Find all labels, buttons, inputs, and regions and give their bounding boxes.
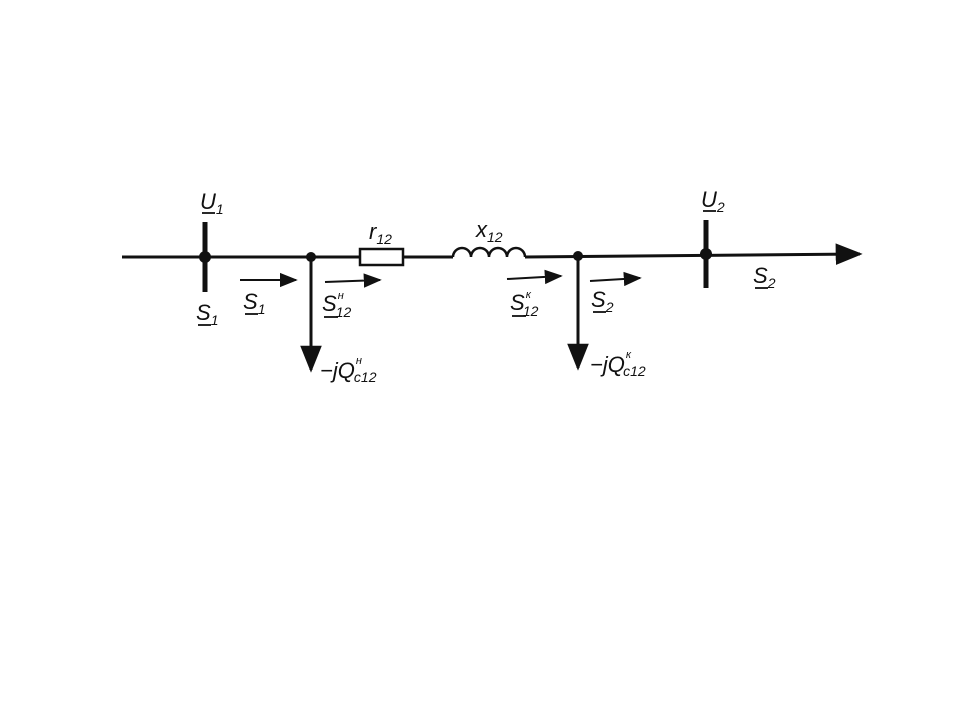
flow-arrow-s12-start (324, 273, 382, 288)
resistor-r12 (358, 247, 405, 267)
flow-s1-label: S1 (243, 289, 265, 317)
complex-underlines (198, 210, 768, 326)
flow-arrow-s2 (589, 271, 642, 287)
bus-node-2 (700, 248, 712, 260)
inductor-x12 (451, 246, 527, 258)
resistance-label: r12 (369, 219, 392, 247)
bus2-load-label: S2 (753, 263, 776, 291)
bus-node-1 (199, 251, 211, 263)
flow-arrow-s12-end (506, 269, 563, 285)
flow-s2-label: S2 (591, 287, 614, 315)
bus1-injection-label: S1 (196, 300, 218, 328)
bus1-voltage-label: U1 (200, 189, 224, 217)
bus2-voltage-label: U2 (701, 187, 725, 215)
reactance-label: x12 (475, 217, 503, 245)
